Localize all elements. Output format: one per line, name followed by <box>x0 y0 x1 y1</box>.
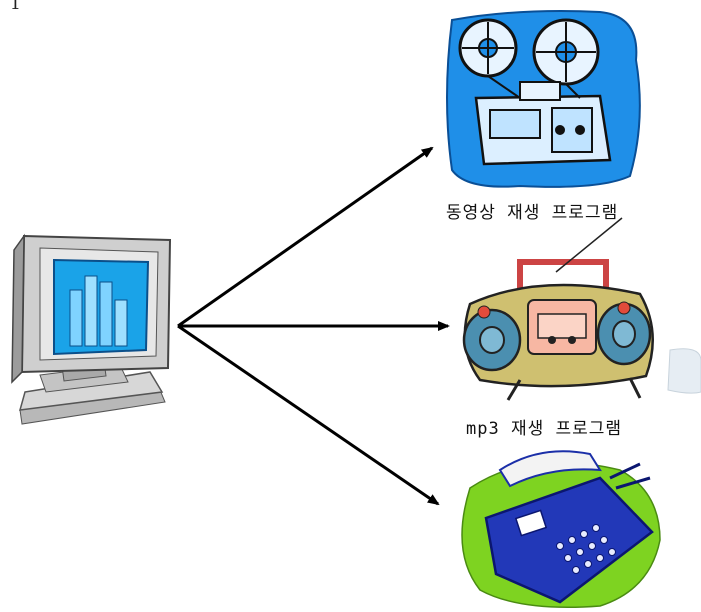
computer-monitor-icon <box>11 233 172 425</box>
typewriter-icon <box>461 450 661 608</box>
mp3-player-label: mp3 재생 프로그램 <box>466 419 623 439</box>
arrows <box>177 146 450 506</box>
boombox-icon <box>462 217 701 401</box>
film-projector-icon <box>446 10 641 188</box>
corner-mark: 1 <box>10 0 21 14</box>
video-player-label: 동영상 재생 프로그램 <box>446 203 619 223</box>
arrow-to-video <box>177 146 434 328</box>
arrow-to-typewriter <box>177 324 440 506</box>
